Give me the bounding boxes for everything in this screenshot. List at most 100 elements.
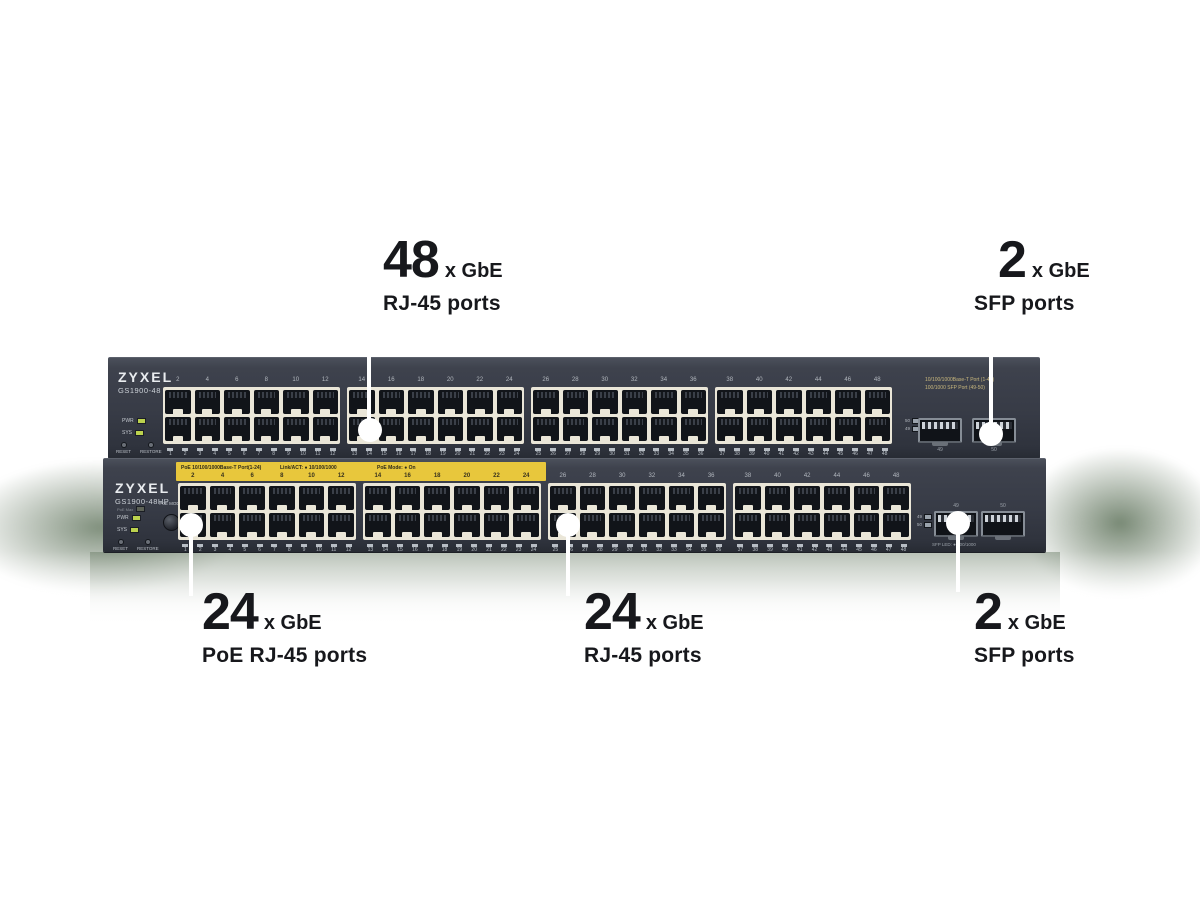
callout-count: 24: [202, 583, 259, 641]
rj45-port: [283, 417, 309, 441]
port-led: 13: [363, 544, 378, 553]
port-led-chip: [626, 544, 633, 547]
sfp-label-50: 50: [1000, 503, 1006, 509]
poe-max-led-label: PoE Max: [117, 506, 134, 512]
port-led-number: 47: [867, 451, 873, 457]
rj45-port: [253, 417, 279, 441]
callout-2-gbe-sfp-bottom: 2 x GbE SFP ports: [974, 586, 1075, 668]
port-led-chip: [822, 448, 829, 451]
port-led-chip: [668, 448, 675, 451]
port-led: 44: [837, 544, 852, 553]
sys-led: SYS: [122, 430, 145, 436]
port-led-number: 22: [484, 451, 490, 457]
port-led-chip: [301, 544, 308, 547]
port-led-number: 25: [535, 451, 542, 457]
callout-count-row: 2 x GbE: [998, 234, 1090, 286]
rj45-port: [764, 486, 791, 510]
port-led-chip: [564, 448, 571, 451]
port-led-chip: [550, 448, 557, 451]
port-led-number: 31: [641, 547, 648, 553]
port-led: 48: [896, 544, 911, 553]
rj45-port: [165, 417, 191, 441]
port-led: 26: [546, 448, 561, 457]
rj45-port: [883, 486, 909, 510]
port-number: 42: [785, 377, 793, 383]
rj45-port: [209, 513, 236, 537]
model-label: GS1900-48HP: [115, 497, 170, 506]
port-led-number: 38: [734, 451, 740, 457]
port-led-chip: [793, 448, 800, 451]
port-led: 37: [733, 544, 748, 553]
rj45-port: [668, 486, 695, 510]
port-led-number: 1: [184, 547, 187, 553]
port-number: 40: [755, 377, 763, 383]
callout-unit: x GbE: [1031, 260, 1090, 282]
port-led: 22: [496, 544, 511, 553]
port-led: 4: [207, 448, 222, 457]
rj45-port: [483, 513, 510, 537]
port-led: 15: [377, 448, 392, 457]
rj45-port: [853, 486, 880, 510]
port-led-chip: [197, 544, 204, 547]
port-led-number: 18: [425, 451, 431, 457]
rj45-port: [621, 390, 647, 414]
port-led-number: 5: [243, 547, 247, 553]
port-led-number: 21: [486, 547, 492, 553]
leader-line-24-poe: [189, 522, 193, 596]
port-led: 37: [715, 448, 730, 457]
port-number: 32: [648, 473, 656, 479]
rj45-port: [496, 390, 522, 414]
port-led: 31: [620, 448, 635, 457]
port-led: 29: [590, 448, 605, 457]
port-number: 12: [321, 377, 329, 383]
port-led-chip: [734, 448, 741, 451]
port-led: 34: [664, 448, 679, 457]
sys-led: SYS: [117, 527, 140, 533]
rj45-port: [268, 513, 295, 537]
port-led: 2: [193, 544, 208, 553]
rj45-port: [764, 513, 791, 537]
port-led-number: 2: [183, 451, 187, 457]
port-number: 46: [844, 377, 852, 383]
leader-line-48-rj45: [367, 312, 371, 432]
pwr-led-label: PWR: [117, 515, 129, 521]
rj45-port: [592, 390, 618, 414]
port-led-number: 3: [198, 451, 202, 457]
port-led: 26: [563, 544, 578, 553]
port-led-chip: [441, 544, 448, 547]
port-led-number: 4: [228, 547, 232, 553]
port-led: 39: [745, 448, 760, 457]
port-number: 6: [235, 377, 239, 383]
port-led-number: 10: [300, 451, 306, 457]
port-led-number: 8: [287, 547, 291, 553]
port-led-number: 20: [454, 451, 461, 457]
port-number: 16: [404, 473, 411, 479]
rj45-port: [776, 390, 802, 414]
port-led: 14: [378, 544, 393, 553]
port-led: 41: [792, 544, 807, 553]
port-led: 5: [222, 448, 237, 457]
port-led-number: 16: [395, 451, 402, 457]
port-led-number: 29: [611, 547, 618, 553]
port-led: 23: [511, 544, 526, 553]
port-led: 43: [804, 448, 819, 457]
port-led: 8: [282, 544, 297, 553]
port-led-chip: [866, 448, 873, 451]
port-led-chip: [366, 448, 373, 451]
restore-button: RESTORE: [137, 539, 159, 551]
port-led: 8: [266, 448, 281, 457]
port-led-number: 18: [441, 547, 448, 553]
port-led-number: 10: [316, 547, 322, 553]
rj45-port: [483, 486, 510, 510]
reset-pinhole-icon: [120, 442, 127, 448]
port-led: 35: [679, 448, 694, 457]
rj45-faceplate: [363, 483, 541, 540]
port-led-number: 37: [737, 547, 744, 553]
port-led: 19: [436, 448, 451, 457]
reset-pinhole-icon: [117, 539, 124, 545]
restore-label: RESTORE: [140, 449, 162, 454]
